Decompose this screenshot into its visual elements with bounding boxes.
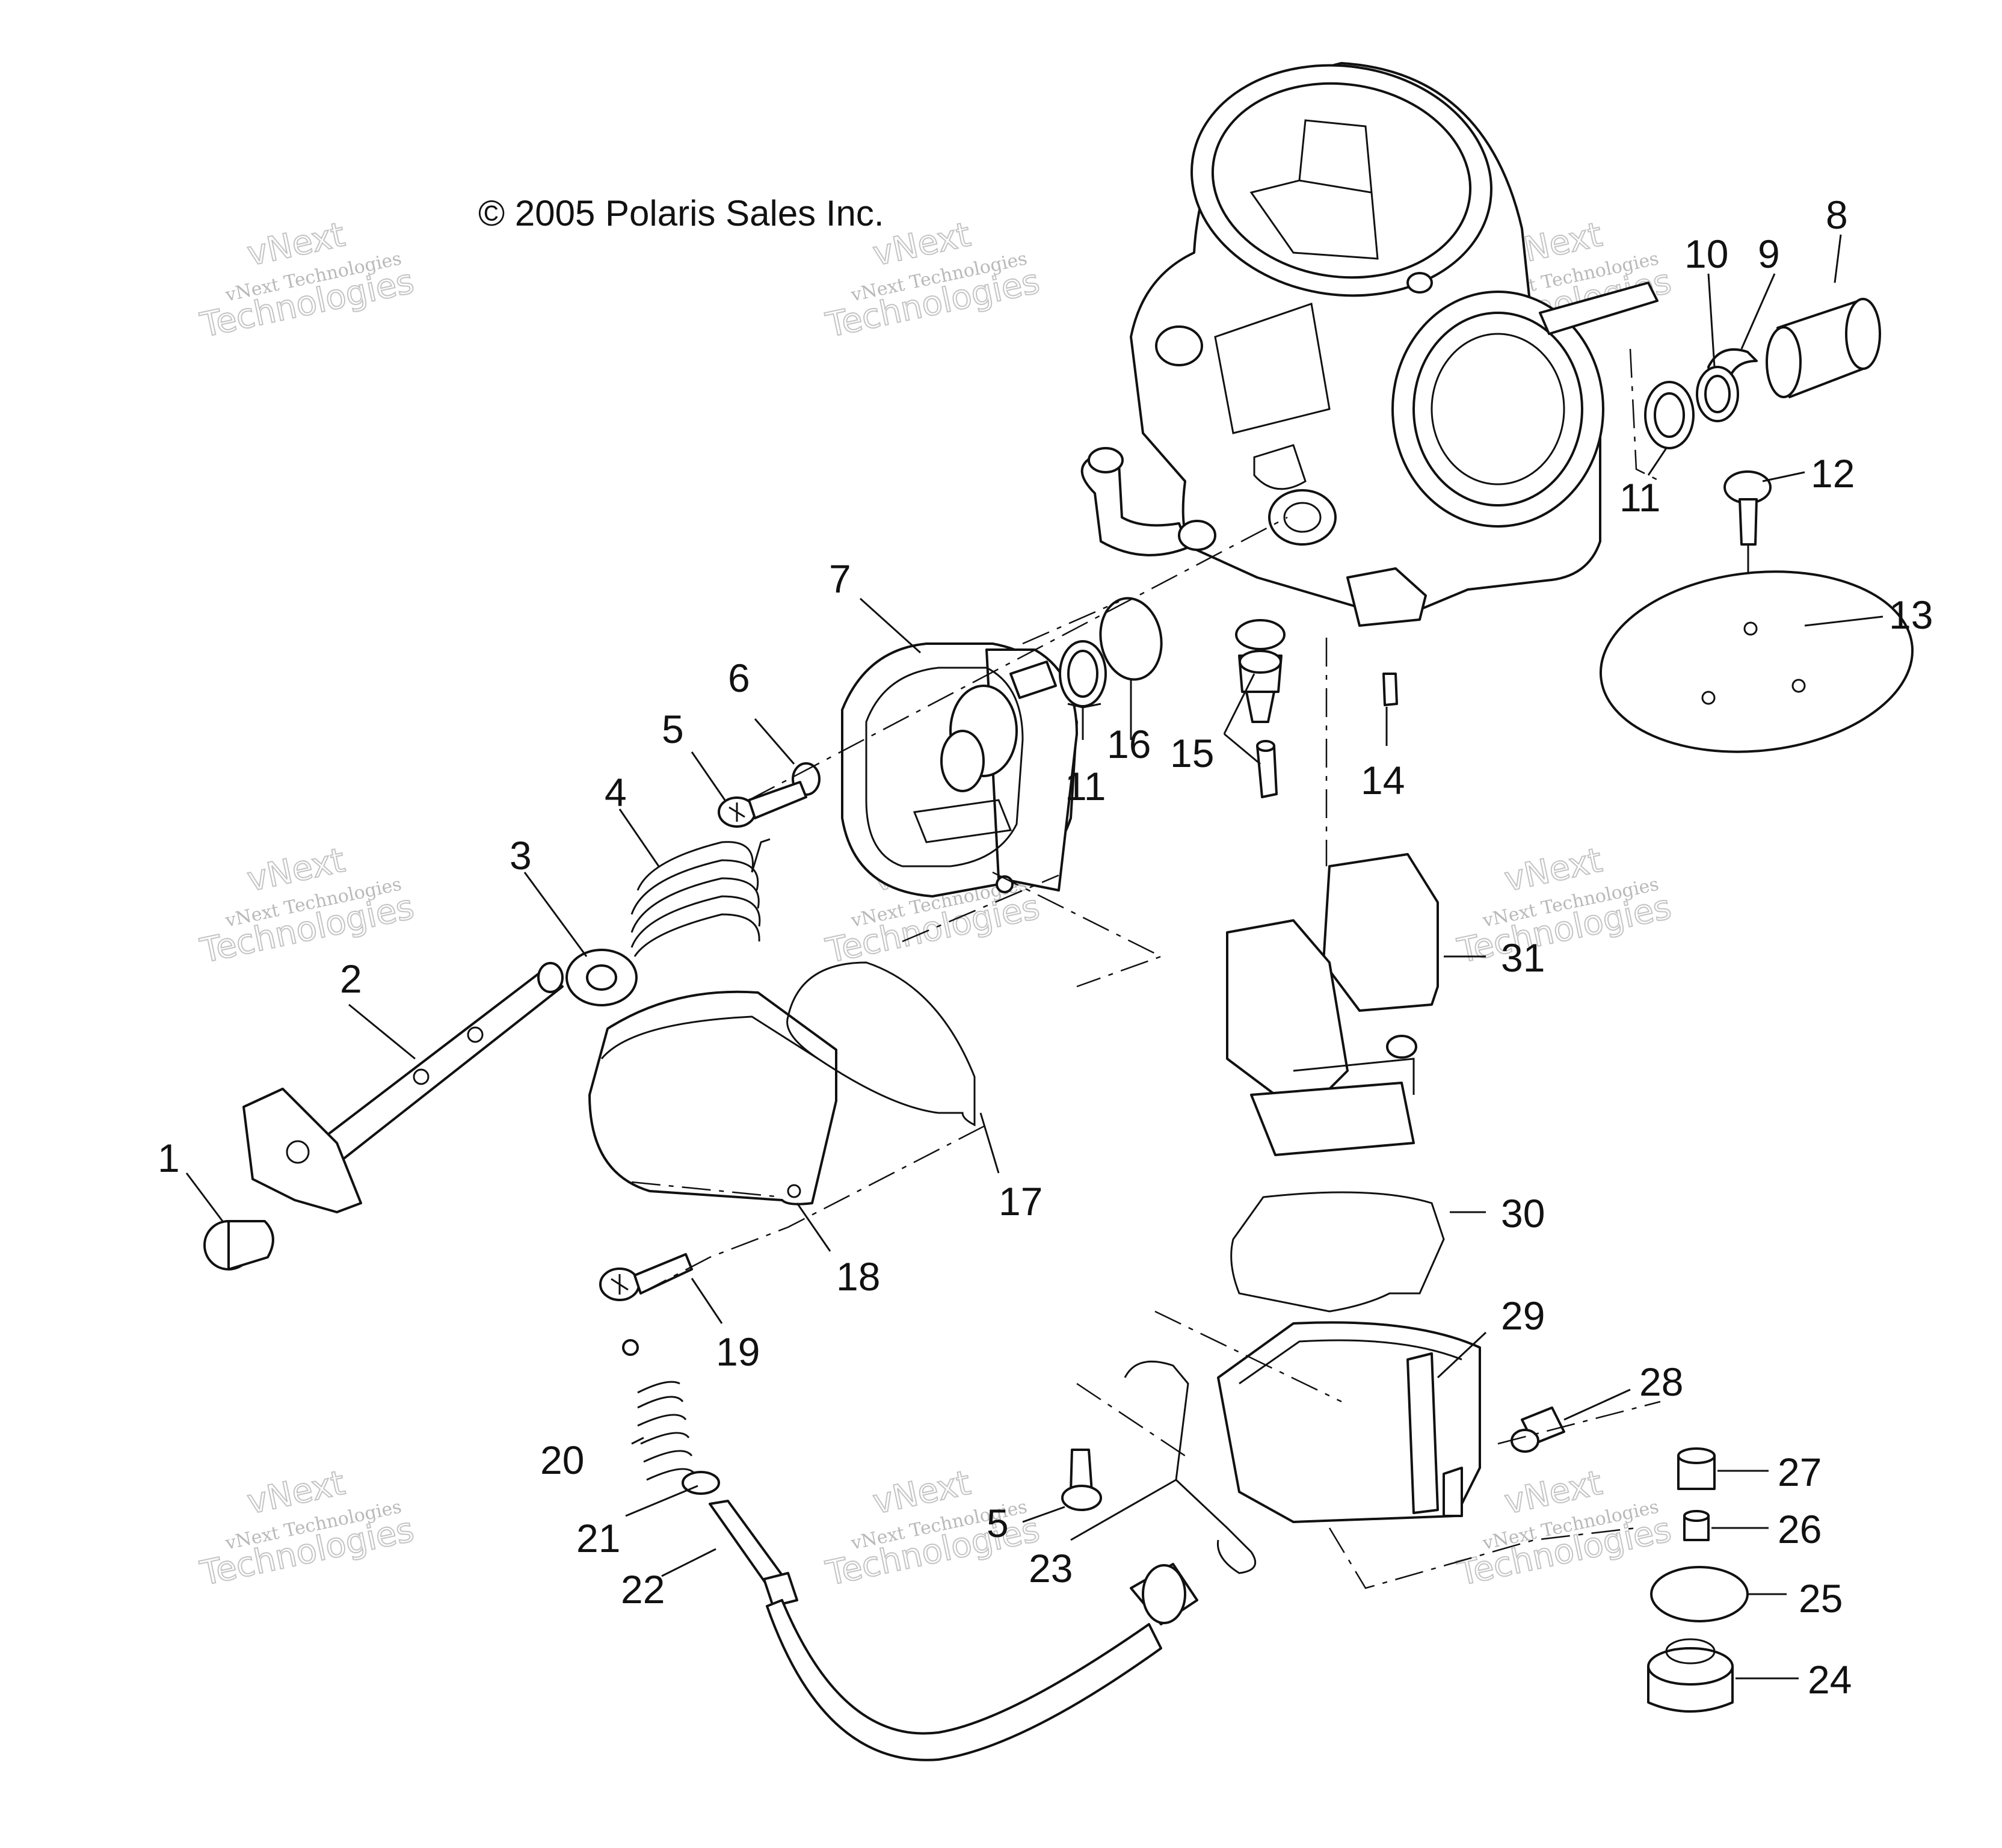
watermark: vNext vNext Technologies Technologies <box>196 1463 417 1594</box>
callout-2: 2 <box>340 956 362 1001</box>
part-19-screw <box>599 1253 693 1301</box>
callout-25: 25 <box>1799 1576 1843 1621</box>
callout-31: 31 <box>1501 935 1545 980</box>
callout-7: 7 <box>829 556 851 601</box>
part-20-spring <box>622 1339 696 1481</box>
callout-19: 19 <box>716 1329 760 1374</box>
callout-28: 28 <box>1639 1360 1683 1404</box>
part-23-rod <box>1124 1360 1257 1574</box>
carburetor-body <box>1080 62 1659 627</box>
part-22-adjust-screw <box>709 1500 1198 1761</box>
callout-15: 15 <box>1170 731 1214 775</box>
part-26-jet <box>1683 1510 1710 1541</box>
part-4-spring <box>630 838 771 957</box>
callout-5-lower: 5 <box>987 1501 1009 1545</box>
part-8-sleeve <box>1766 298 1881 398</box>
part-15-needle-valve <box>1235 619 1286 798</box>
callout-5: 5 <box>662 707 684 751</box>
callout-11-left: 11 <box>1065 764 1106 808</box>
callout-20: 20 <box>540 1438 584 1482</box>
watermark: vNext vNext Technologies Technologies <box>196 840 417 972</box>
callout-24: 24 <box>1808 1657 1852 1702</box>
part-30-gasket <box>1230 1191 1445 1313</box>
part-10-washer <box>1696 366 1739 422</box>
part-11-seal <box>1644 381 1695 449</box>
parts <box>203 62 1914 1761</box>
callout-18: 18 <box>836 1254 880 1299</box>
callout-16: 16 <box>1107 722 1151 766</box>
part-29-float-bowl <box>1217 1321 1481 1523</box>
part-24-drain-plug <box>1647 1638 1734 1713</box>
callout-26: 26 <box>1778 1507 1822 1551</box>
part-13-throttle-plate <box>1599 570 1914 753</box>
part-2-shaft <box>242 962 564 1213</box>
part-12-screw <box>1723 470 1772 599</box>
part-25-oring <box>1650 1566 1749 1622</box>
part-5-screw <box>718 781 807 828</box>
callouts: 1 2 3 4 5 6 7 8 9 10 11 12 13 14 15 16 1… <box>158 192 1933 1702</box>
part-16-oring <box>1099 597 1163 681</box>
assembly-lines <box>631 348 1661 1589</box>
callout-23: 23 <box>1029 1546 1073 1591</box>
watermark: vNext vNext Technologies Technologies <box>196 215 417 346</box>
callout-1: 1 <box>158 1136 180 1180</box>
callout-14: 14 <box>1361 758 1405 802</box>
part-18-cover <box>588 990 837 1206</box>
leader-lines <box>185 234 1883 1680</box>
callout-29: 29 <box>1501 1293 1545 1338</box>
part-27-cap <box>1677 1447 1716 1490</box>
part-5-screw-lower <box>1061 1449 1102 1511</box>
part-1-knob <box>203 1220 274 1270</box>
callout-9: 9 <box>1758 232 1780 276</box>
callout-4: 4 <box>605 770 627 815</box>
callout-12: 12 <box>1811 451 1855 496</box>
part-28-plug <box>1511 1406 1565 1453</box>
part-14-jet <box>1382 673 1398 706</box>
callout-8: 8 <box>1826 192 1848 237</box>
part-31-accelerator-pump <box>1226 853 1439 1156</box>
callout-17: 17 <box>999 1179 1043 1224</box>
callout-30: 30 <box>1501 1191 1545 1236</box>
callout-13: 13 <box>1889 593 1933 637</box>
watermark: vNext vNext Technologies Technologies <box>1453 840 1675 972</box>
callout-3: 3 <box>510 833 532 878</box>
callout-11: 11 <box>1619 475 1661 520</box>
callout-6: 6 <box>728 656 750 700</box>
part-11-seal-left <box>1059 640 1107 709</box>
callout-21: 21 <box>576 1516 620 1560</box>
part-3-washer <box>565 949 638 1006</box>
part-7-cover <box>841 642 1078 898</box>
part-17-gasket <box>786 961 976 1127</box>
callout-10: 10 <box>1684 232 1728 276</box>
callout-22: 22 <box>621 1567 665 1612</box>
copyright-text: © 2005 Polaris Sales Inc. <box>478 193 884 233</box>
callout-27: 27 <box>1778 1450 1822 1494</box>
